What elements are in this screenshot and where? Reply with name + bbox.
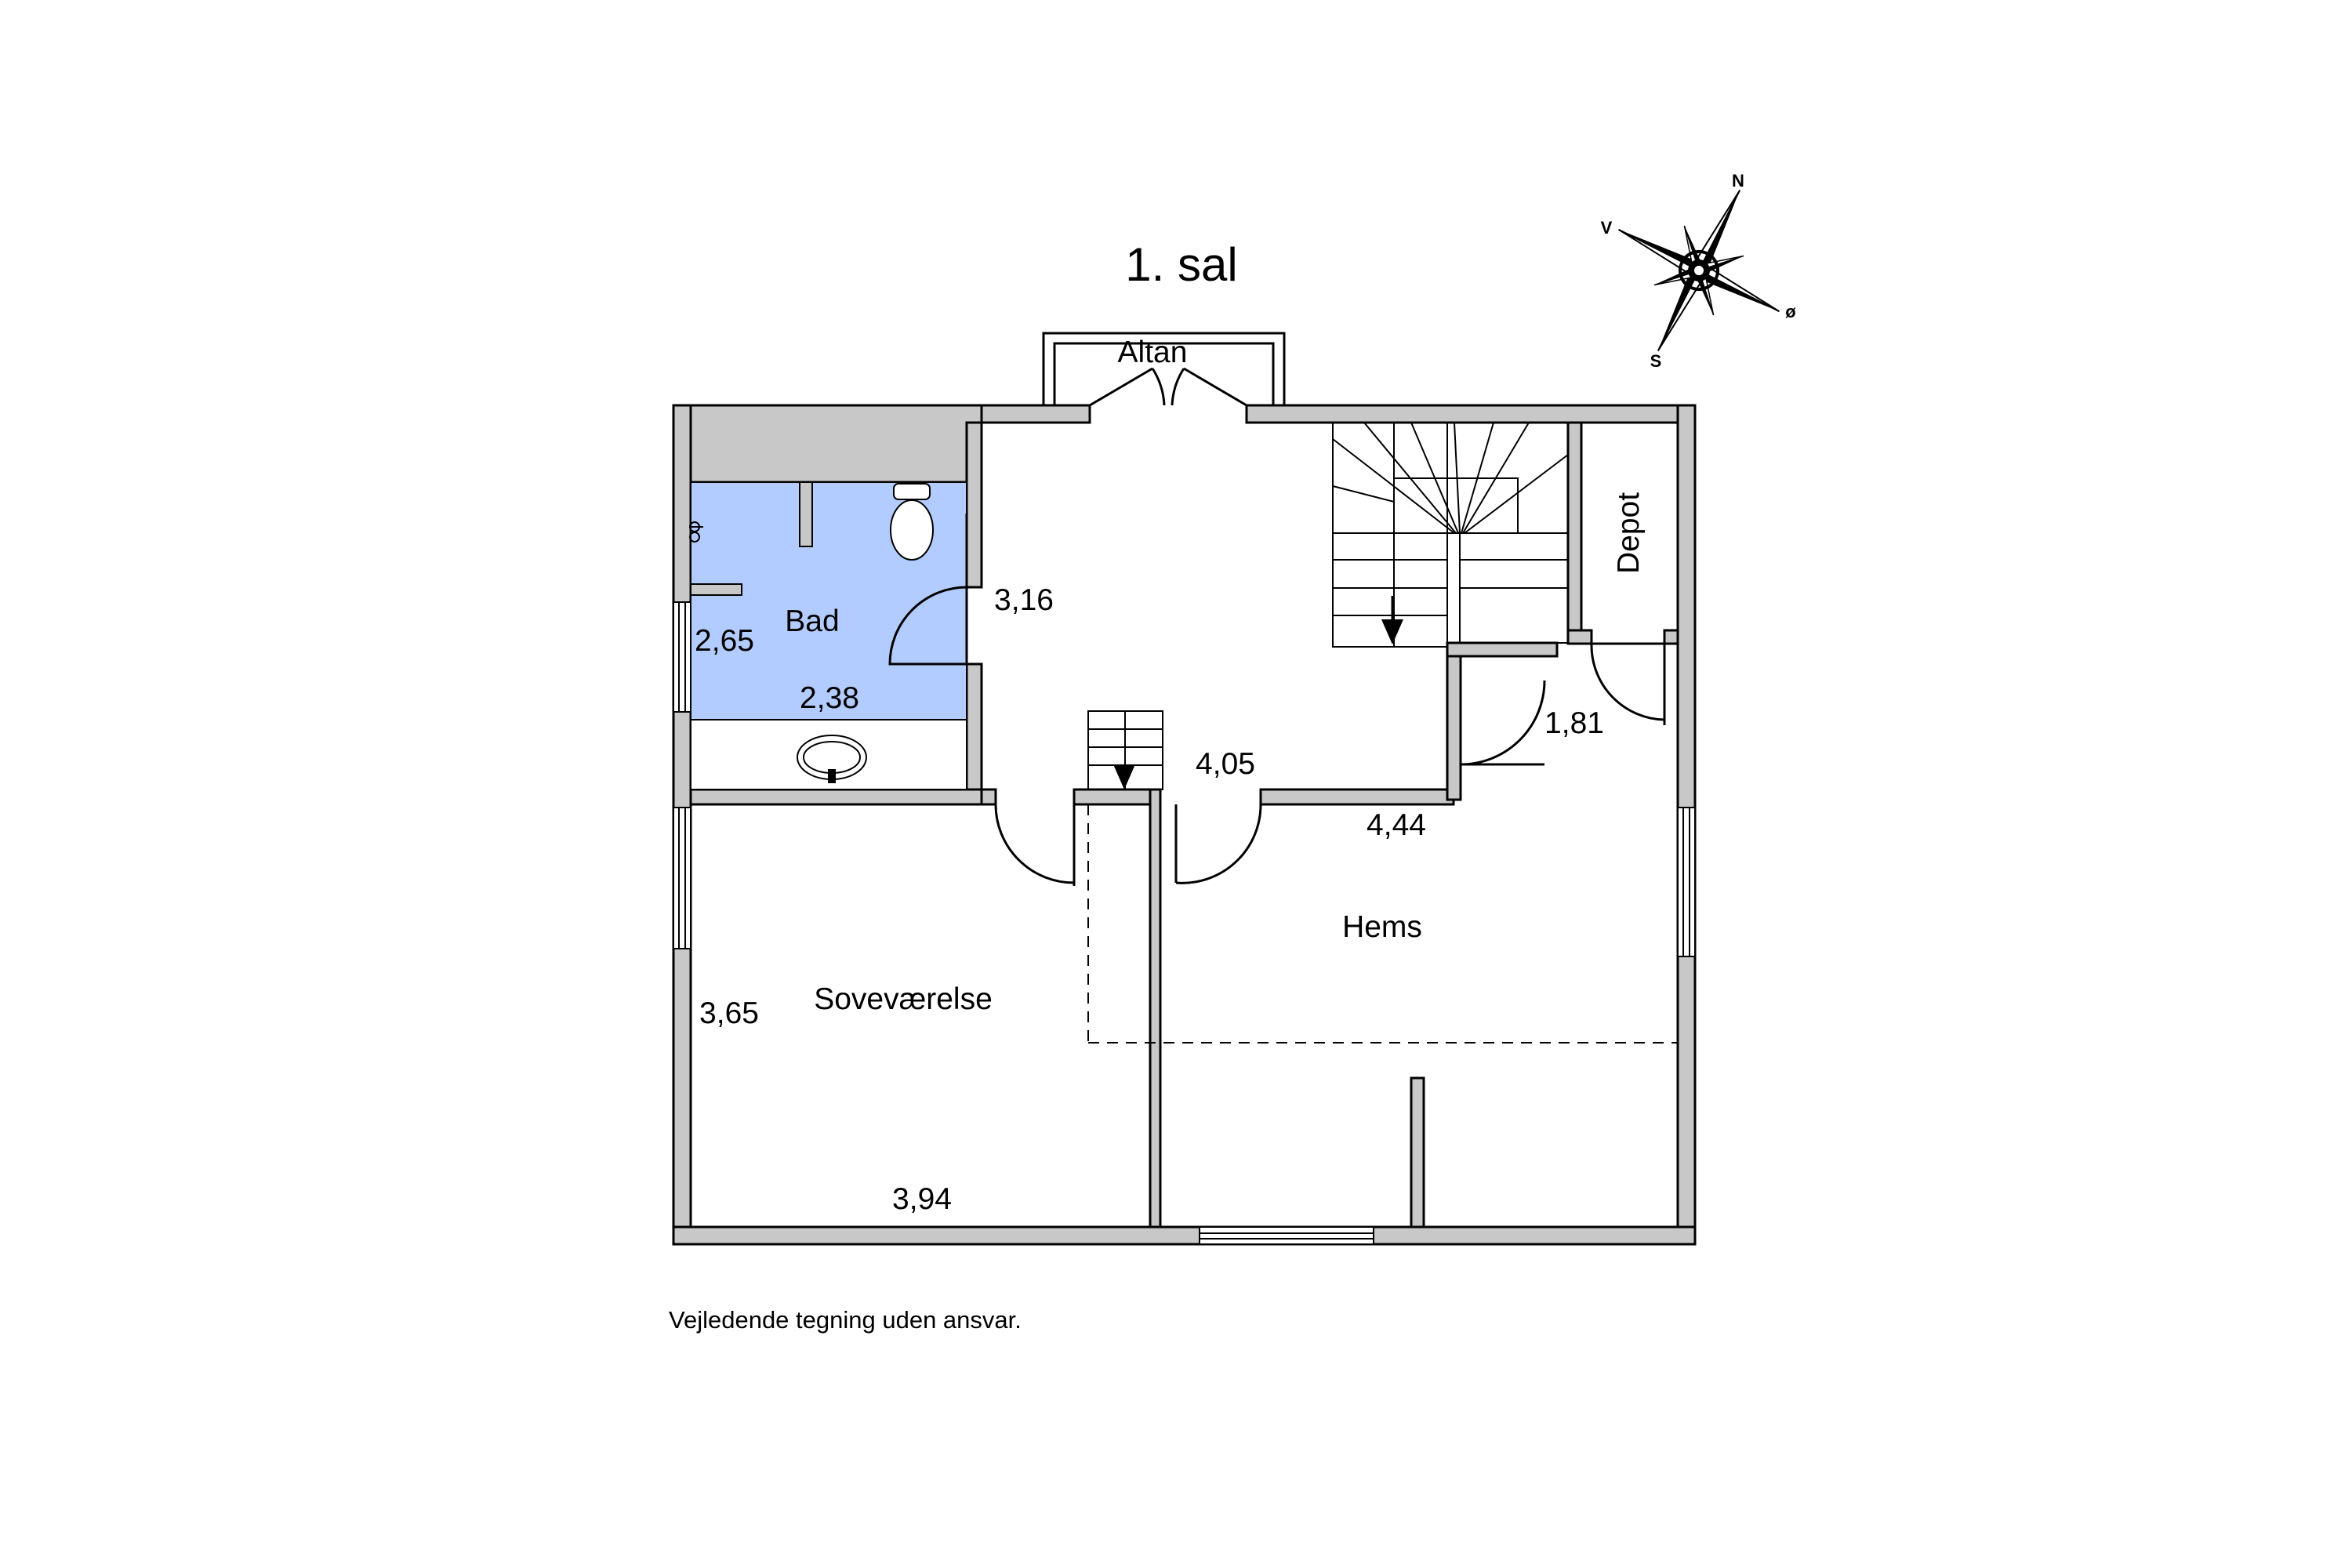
sink	[797, 735, 867, 783]
altan-balcony	[1042, 332, 1286, 407]
compass-n: N	[1732, 171, 1744, 191]
windows	[673, 601, 1696, 1245]
sovevaerelse-label: Soveværelse	[814, 982, 993, 1016]
disclaimer-text: Vejledende tegning uden ansvar.	[669, 1306, 1022, 1334]
dashed-lines	[1087, 804, 1678, 1044]
altan-label: Altan	[1118, 336, 1188, 369]
dim-sove-height: 3,65	[699, 996, 759, 1030]
dim-stair-hall: 4,05	[1196, 747, 1255, 781]
compass-v: V	[1601, 218, 1613, 238]
bad-label: Bad	[785, 604, 839, 638]
staircase-main	[1332, 422, 1569, 648]
floor-title: 1. sal	[1125, 238, 1237, 291]
dim-hall-width: 3,16	[994, 583, 1054, 617]
shower-tap	[689, 521, 703, 543]
dim-depot-side: 1,81	[1544, 706, 1604, 740]
compass-s: S	[1650, 351, 1662, 371]
doors	[888, 514, 1666, 886]
dim-sove-width: 3,94	[892, 1182, 952, 1216]
dim-hems-width: 4,44	[1367, 808, 1426, 842]
toilet	[890, 483, 934, 561]
stair-arrow-main	[1381, 619, 1403, 644]
compass-o: ø	[1785, 302, 1796, 321]
dim-bad-height: 2,65	[695, 624, 754, 658]
hems-label: Hems	[1342, 910, 1422, 944]
stair-arrow-small	[1113, 764, 1135, 789]
depot-label: Depot	[1612, 492, 1646, 574]
dim-bad-width: 2,38	[800, 681, 859, 715]
compass-rose	[1618, 190, 1780, 351]
